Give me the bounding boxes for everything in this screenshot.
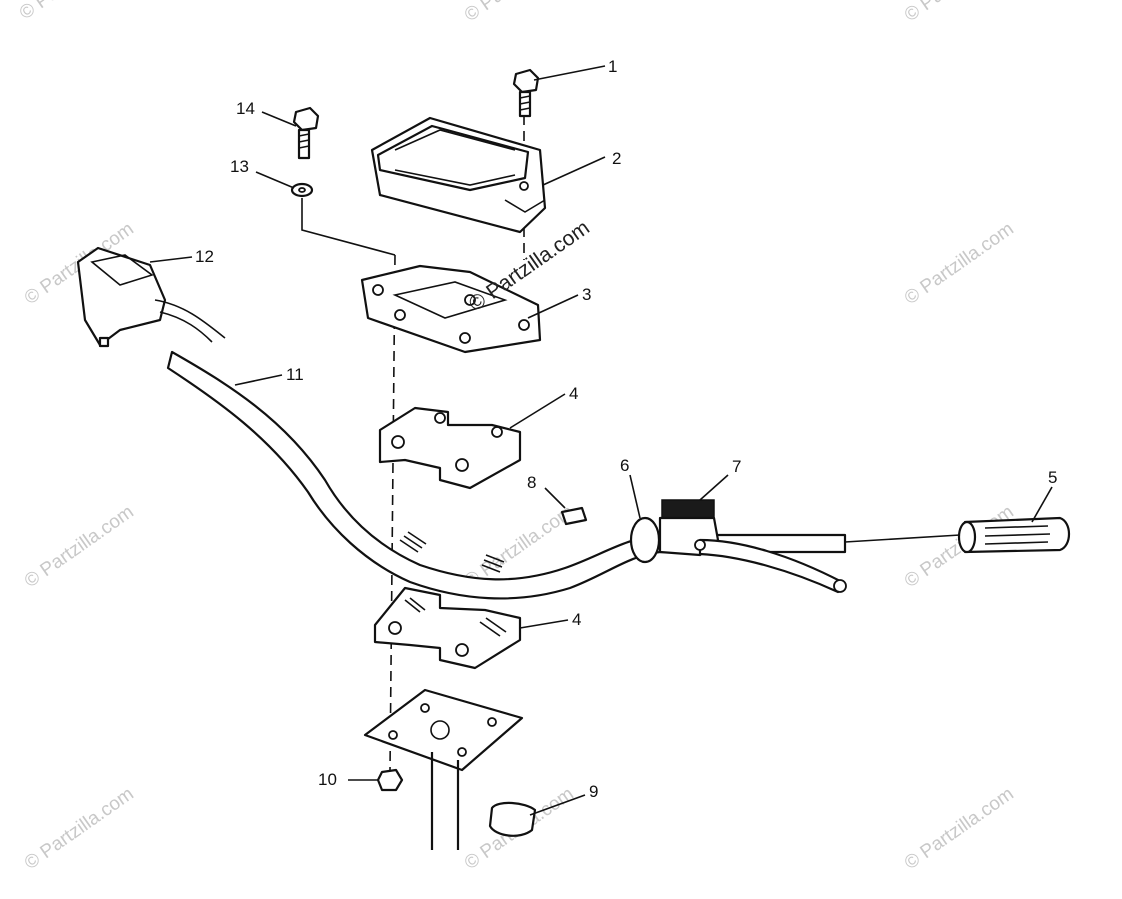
upper-clamp: [378, 406, 522, 490]
steering-post: [363, 688, 524, 850]
knurl-mark-right: [481, 554, 505, 573]
washer: [290, 182, 314, 198]
callout-10: 10: [318, 770, 337, 789]
watermark: © Partzilla.com: [901, 218, 1018, 309]
handlebar-pad: [370, 116, 547, 234]
hand-grip: [844, 516, 1071, 554]
clamp-ring: [629, 516, 661, 564]
knurl-mark-clamp: [404, 597, 507, 637]
callout-1: 1: [608, 57, 617, 76]
callout-12: 12: [195, 247, 214, 266]
brake-lever-assembly: [658, 499, 847, 594]
watermark: © Partzilla.com: [21, 783, 138, 874]
assembly-axis-line: [389, 254, 396, 771]
watermark: © Partzilla.com: [16, 0, 133, 24]
callout-11: 11: [286, 365, 304, 384]
callout-7: 7: [732, 457, 741, 476]
callout-2: 2: [612, 149, 621, 168]
callout-8: 8: [527, 473, 536, 492]
flange-nut: [376, 768, 404, 792]
mounting-plate: [360, 264, 542, 354]
spacer-sleeve: [560, 506, 588, 526]
callout-6: 6: [620, 456, 629, 475]
callout-14: 14: [236, 99, 255, 118]
bolt-left: [292, 106, 320, 160]
callout-13: 13: [230, 157, 249, 176]
callout-9: 9: [589, 782, 598, 801]
callout-4-upper: 4: [569, 384, 578, 403]
cable-clip: [488, 801, 537, 837]
callout-5: 5: [1048, 468, 1057, 487]
watermark: © Partzilla.com: [901, 783, 1018, 874]
watermark: © Partzilla.com: [461, 0, 578, 26]
lower-clamp: [373, 586, 522, 670]
callouts: 1 2 3 4 4 5 6 7 8 9 10 11 12 13 14: [195, 57, 1057, 801]
knurl-mark-left: [399, 531, 427, 553]
callout-3: 3: [582, 285, 591, 304]
bolt-top: [512, 68, 540, 118]
washer-leader-line: [301, 198, 396, 256]
watermark: © Partzilla.com: [901, 0, 1018, 26]
watermark: © Partzilla.com: [21, 501, 138, 592]
callout-4-lower: 4: [572, 610, 581, 629]
throttle-housing: [76, 246, 226, 348]
leader-lines: [149, 65, 1053, 816]
